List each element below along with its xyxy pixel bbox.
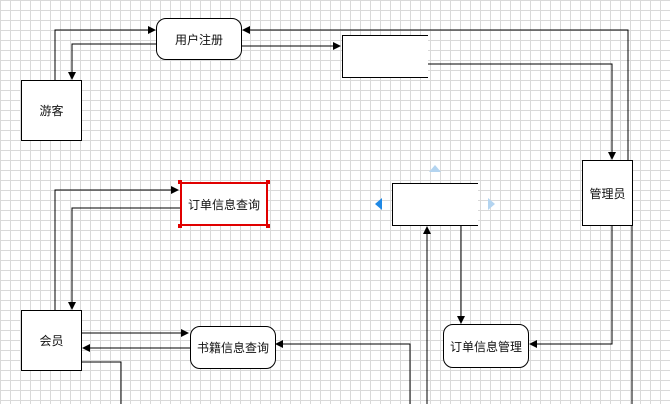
- resize-handle-bl[interactable]: [178, 224, 182, 228]
- process-book-query[interactable]: 书籍信息查询: [190, 326, 276, 369]
- process-label: 订单信息查询: [187, 197, 260, 212]
- entity-visitor[interactable]: 游客: [21, 80, 82, 141]
- edge-admin-to-register[interactable]: [242, 26, 629, 160]
- edge-store-to-admin[interactable]: [428, 63, 616, 160]
- handle-right-icon[interactable]: [488, 198, 495, 210]
- resize-handle-tl[interactable]: [178, 180, 182, 184]
- process-label: 订单信息管理: [449, 339, 522, 354]
- edge-bottom-to-book-query[interactable]: [275, 340, 411, 404]
- edge-order-query-to-member[interactable]: [68, 207, 181, 310]
- process-user-register[interactable]: 用户注册: [156, 18, 242, 60]
- handle-up-icon[interactable]: [429, 165, 441, 172]
- process-order-manage[interactable]: 订单信息管理: [443, 324, 529, 368]
- handle-left-icon[interactable]: [375, 198, 382, 210]
- entity-label: 会员: [39, 334, 64, 348]
- entity-member[interactable]: 会员: [21, 310, 82, 371]
- datastore-top[interactable]: [342, 35, 428, 78]
- edge-member-down[interactable]: [82, 361, 122, 404]
- process-label: 书籍信息查询: [196, 341, 269, 355]
- resize-handle-br[interactable]: [266, 224, 270, 228]
- process-order-query[interactable]: 订单信息查询: [180, 182, 268, 226]
- entity-label: 管理员: [589, 186, 626, 201]
- datastore-middle[interactable]: [392, 183, 478, 226]
- selection-handles: [178, 180, 270, 228]
- edge-admin-to-order-manage[interactable]: [529, 226, 613, 348]
- entity-admin[interactable]: 管理员: [582, 160, 633, 226]
- edge-member-to-order-query[interactable]: [54, 186, 179, 310]
- edge-register-to-visitor[interactable]: [68, 43, 157, 80]
- resize-handle-tr[interactable]: [266, 180, 270, 184]
- process-label: 用户注册: [174, 32, 223, 47]
- entity-label: 游客: [39, 104, 64, 118]
- edge-visitor-to-register[interactable]: [54, 26, 156, 80]
